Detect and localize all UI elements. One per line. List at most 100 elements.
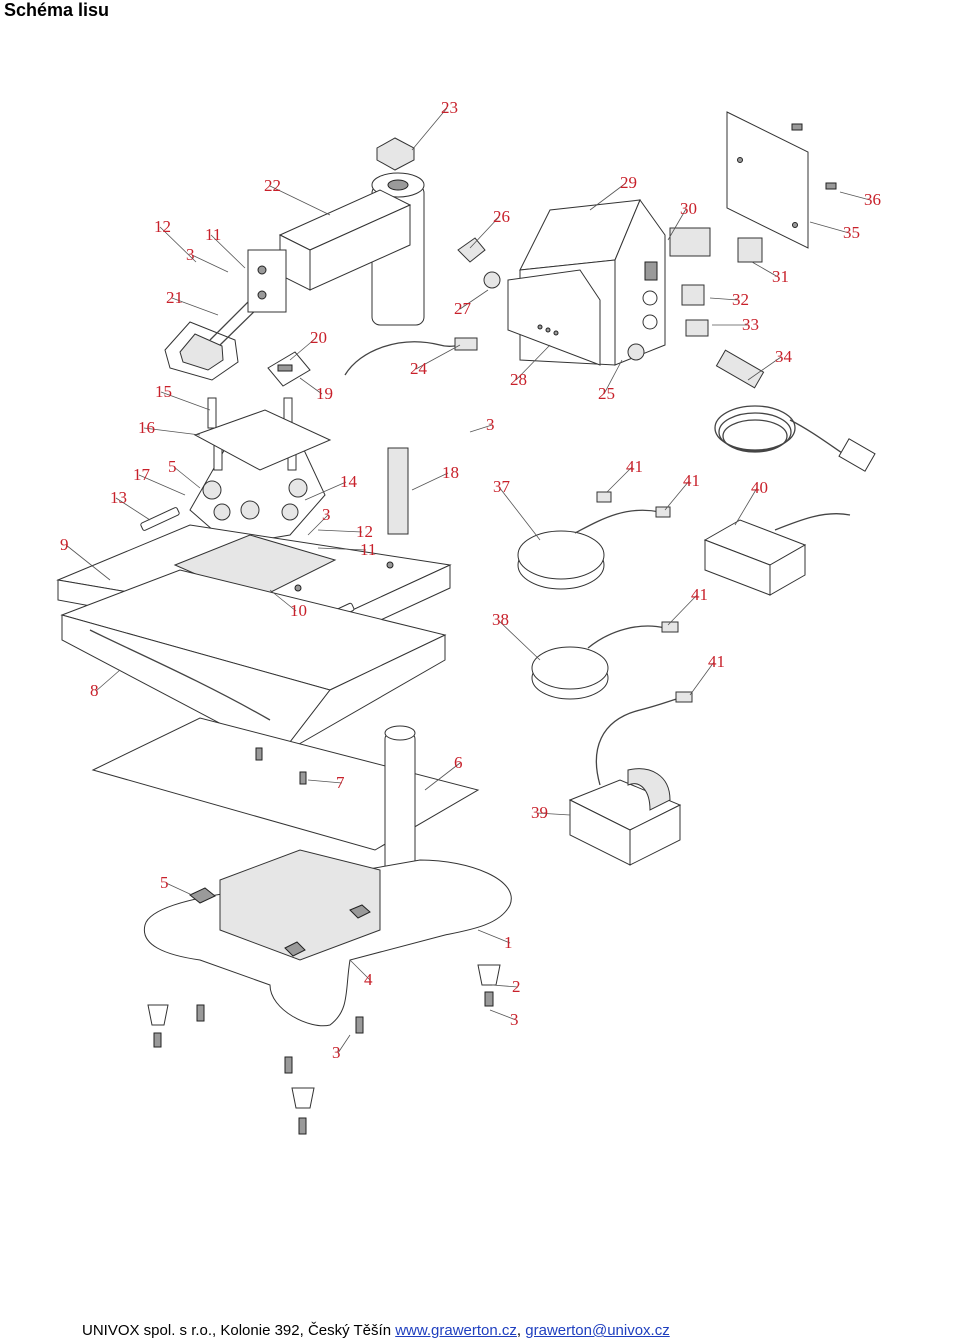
callout-leader bbox=[689, 661, 715, 696]
callout-leader bbox=[317, 529, 363, 533]
callout-label-3: 3 bbox=[510, 1010, 519, 1029]
mug-press-39 bbox=[568, 691, 693, 866]
callout-leader bbox=[143, 427, 201, 436]
footer-company: UNIVOX spol. s r.o., Kolonie 392, Český … bbox=[82, 1322, 396, 1339]
callout-leader bbox=[411, 107, 448, 151]
callout-leader bbox=[65, 544, 111, 581]
callout-label-8: 8 bbox=[90, 681, 99, 700]
callout-label-6: 6 bbox=[454, 753, 463, 772]
callout-leader bbox=[477, 929, 511, 944]
control-box bbox=[457, 198, 711, 366]
callout-label-25: 25 bbox=[598, 384, 615, 403]
callout-leader bbox=[337, 1034, 351, 1054]
callout-leader bbox=[664, 480, 690, 511]
callout-label-20: 20 bbox=[310, 328, 327, 347]
spring-bracket bbox=[189, 397, 332, 546]
callout-label-27: 27 bbox=[454, 299, 472, 318]
callout-label-31: 31 bbox=[772, 267, 789, 286]
callout-label-12: 12 bbox=[154, 217, 171, 236]
arm-assembly bbox=[278, 137, 425, 326]
callout-leader bbox=[165, 882, 193, 896]
callout-label-13: 13 bbox=[110, 488, 127, 507]
handle bbox=[164, 249, 287, 381]
email-link[interactable]: grawerton@univox.cz bbox=[525, 1322, 670, 1339]
callout-label-16: 16 bbox=[138, 418, 155, 437]
callout-leader bbox=[469, 216, 500, 249]
callout-leader bbox=[173, 466, 201, 489]
callout-leader bbox=[307, 779, 343, 784]
callout-label-37: 37 bbox=[493, 477, 511, 496]
exploded-parts-diagram bbox=[56, 111, 876, 1135]
callout-label-1: 1 bbox=[504, 933, 513, 952]
callout-label-24: 24 bbox=[410, 359, 428, 378]
website-link[interactable]: www.grawerton.cz bbox=[395, 1322, 517, 1339]
plate-attachment-38 bbox=[531, 621, 679, 700]
callout-label-5: 5 bbox=[168, 457, 177, 476]
callout-leader bbox=[734, 487, 758, 526]
callout-leader bbox=[751, 261, 779, 278]
callout-label-23: 23 bbox=[441, 98, 458, 117]
threaded-rod bbox=[387, 447, 409, 535]
callout-leader bbox=[497, 619, 541, 661]
callout-label-38: 38 bbox=[492, 610, 509, 629]
callout-label-34: 34 bbox=[775, 347, 793, 366]
callout-label-11: 11 bbox=[360, 540, 376, 559]
callout-label-28: 28 bbox=[510, 370, 527, 389]
callout-label-33: 33 bbox=[742, 315, 759, 334]
callout-leader bbox=[459, 289, 489, 310]
callout-leader bbox=[489, 1009, 517, 1021]
callout-leader bbox=[589, 182, 627, 211]
callout-leader bbox=[415, 344, 461, 370]
callout-label-18: 18 bbox=[442, 463, 459, 482]
callout-label-9: 9 bbox=[60, 535, 69, 554]
callout-leader bbox=[491, 984, 519, 988]
footer: UNIVOX spol. s r.o., Kolonie 392, Český … bbox=[82, 1322, 670, 1339]
callout-leader bbox=[299, 377, 323, 395]
callout-label-30: 30 bbox=[680, 199, 697, 218]
footer-separator: , bbox=[516, 1322, 526, 1339]
callout-leader bbox=[304, 481, 347, 501]
callout-label-21: 21 bbox=[166, 288, 183, 307]
callout-leader bbox=[606, 466, 633, 493]
power-cord bbox=[714, 349, 876, 472]
callout-label-41: 41 bbox=[626, 457, 643, 476]
callout-label-32: 32 bbox=[732, 290, 749, 309]
callout-leader bbox=[289, 337, 317, 361]
callout-leader bbox=[809, 221, 850, 234]
latch-bracket bbox=[267, 351, 311, 387]
callout-leader bbox=[536, 812, 571, 816]
callout-leader bbox=[667, 208, 687, 241]
callout-leader bbox=[317, 547, 367, 551]
callout-label-10: 10 bbox=[290, 601, 307, 620]
callout-label-2: 2 bbox=[512, 977, 521, 996]
callout-label-19: 19 bbox=[316, 384, 333, 403]
callout-leader bbox=[115, 497, 151, 521]
callout-label-29: 29 bbox=[620, 173, 637, 192]
callout-label-12: 12 bbox=[356, 522, 373, 541]
callout-label-41: 41 bbox=[691, 585, 708, 604]
callout-label-39: 39 bbox=[531, 803, 548, 822]
callout-label-3: 3 bbox=[332, 1043, 341, 1062]
callout-leader bbox=[839, 191, 871, 201]
callout-leader bbox=[411, 472, 449, 491]
callout-label-17: 17 bbox=[133, 465, 151, 484]
rubber-feet bbox=[147, 964, 501, 1135]
callout-leader bbox=[269, 589, 297, 612]
callout-label-26: 26 bbox=[493, 207, 510, 226]
callout-leader bbox=[498, 486, 541, 541]
callout-leader bbox=[747, 356, 782, 381]
callout-label-40: 40 bbox=[751, 478, 768, 497]
callout-label-36: 36 bbox=[864, 190, 881, 209]
cap-press-40 bbox=[703, 513, 851, 596]
heating-platen bbox=[60, 569, 447, 756]
callout-label-22: 22 bbox=[264, 176, 281, 195]
callout-leader bbox=[424, 762, 461, 791]
callout-label-41: 41 bbox=[683, 471, 700, 490]
callout-leader bbox=[709, 297, 739, 301]
callout-leader bbox=[138, 474, 186, 496]
callout-leader bbox=[210, 234, 246, 269]
callout-leader bbox=[667, 594, 698, 626]
callout-label-41: 41 bbox=[708, 652, 725, 671]
callout-leader bbox=[515, 344, 551, 381]
